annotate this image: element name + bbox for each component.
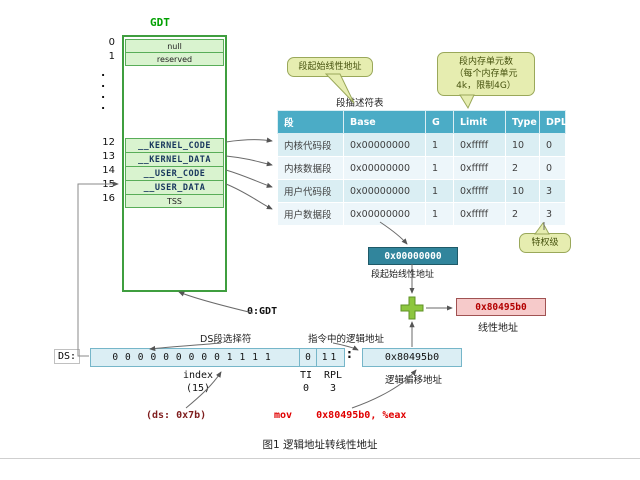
cell-base: 0x00000000 bbox=[343, 202, 426, 226]
logical-offset-label: 逻辑偏移地址 bbox=[385, 375, 443, 386]
bottom-divider bbox=[0, 458, 640, 459]
gdt-row-tss: TSS bbox=[125, 194, 224, 208]
cell-segment: 用户数据段 bbox=[277, 202, 344, 226]
callout-memory-units-line1: 段内存单元数 bbox=[458, 57, 513, 67]
arrow-selector-to-gdt bbox=[77, 181, 119, 357]
cell-dpl: 3 bbox=[539, 179, 566, 203]
callout-memory-units-line2: （每个内存单元 bbox=[454, 69, 518, 80]
cell-limit: 0xfffff bbox=[453, 179, 506, 203]
callout-memory-units: 段内存单元数 （每个内存单元 4k，限制4G） bbox=[437, 52, 535, 97]
gdt-ellipsis-dot: . bbox=[101, 77, 106, 90]
gdt-table: null reserved __KERNEL_CODE __KERNEL_DAT… bbox=[122, 35, 227, 292]
descriptor-header-row: 段 Base G Limit Type DPL bbox=[277, 110, 567, 134]
ds-selector-label: DS段选择符 bbox=[200, 334, 252, 345]
gdt-row-user-data: __USER_DATA bbox=[125, 180, 224, 195]
gdt-ellipsis-dot: . bbox=[101, 99, 106, 112]
gdt-row-null: null bbox=[125, 39, 224, 53]
instruction-text: mov 0x80495b0, %eax bbox=[274, 410, 407, 421]
ds-register-label: DS: bbox=[54, 349, 81, 364]
cell-limit: 0xfffff bbox=[453, 202, 506, 226]
gdt-index-16: 16 bbox=[102, 193, 115, 204]
arrow-kernel-code bbox=[225, 137, 273, 143]
cell-dpl: 0 bbox=[539, 156, 566, 180]
gdt-index-13: 13 bbox=[102, 151, 115, 162]
rpl-value: 3 bbox=[329, 383, 337, 394]
cell-segment: 内核数据段 bbox=[277, 156, 344, 180]
table-row: 内核数据段 0x00000000 1 0xfffff 2 0 bbox=[277, 156, 566, 180]
cell-g: 1 bbox=[425, 202, 454, 226]
gdt-index-1: 1 bbox=[108, 51, 115, 62]
header-dpl: DPL bbox=[539, 110, 567, 134]
linear-address-box: 0x80495b0 bbox=[456, 298, 546, 316]
logical-offset-box: 0x80495b0 bbox=[362, 348, 462, 367]
cell-segment: 用户代码段 bbox=[277, 179, 344, 203]
callout-tail bbox=[459, 94, 475, 110]
selector-index-bits: 0000000001111 bbox=[112, 352, 278, 363]
header-base: Base bbox=[343, 110, 426, 134]
cell-limit: 0xfffff bbox=[453, 156, 506, 180]
cell-type: 10 bbox=[505, 179, 540, 203]
arrow-user-code bbox=[225, 169, 273, 188]
plus-icon bbox=[400, 296, 424, 320]
gdt-title: GDT bbox=[150, 16, 170, 29]
cell-dpl: 3 bbox=[539, 202, 566, 226]
cell-type: 10 bbox=[505, 133, 540, 157]
arrow-gdtref-to-gdt bbox=[178, 291, 254, 314]
cell-g: 1 bbox=[425, 179, 454, 203]
linear-address-label: 线性地址 bbox=[478, 323, 518, 334]
figure-caption: 图1 逻辑地址转线性地址 bbox=[262, 439, 378, 451]
selector-ti-bit: 0 bbox=[299, 349, 316, 366]
ti-value: 0 bbox=[302, 383, 310, 394]
cell-base: 0x00000000 bbox=[343, 133, 426, 157]
cell-g: 1 bbox=[425, 156, 454, 180]
gdt-row-kernel-code: __KERNEL_CODE bbox=[125, 138, 224, 153]
gdt-ref-label: 0:GDT bbox=[247, 306, 278, 317]
gdt-index-12: 12 bbox=[102, 137, 115, 148]
cell-type: 2 bbox=[505, 202, 540, 226]
gdt-row-user-code: __USER_CODE bbox=[125, 166, 224, 181]
segment-base-label: 段起始线性地址 bbox=[371, 270, 435, 280]
gdt-index-14: 14 bbox=[102, 165, 115, 176]
header-g: G bbox=[425, 110, 454, 134]
cell-dpl: 0 bbox=[539, 133, 566, 157]
segment-selector-box: 0000000001111 0 11 bbox=[90, 348, 345, 367]
index-value: (15) bbox=[185, 383, 211, 394]
gdt-row-reserved: reserved bbox=[125, 52, 224, 66]
arrow-kernel-data bbox=[225, 155, 273, 167]
colon-separator: : bbox=[347, 347, 352, 361]
gdt-ellipsis-dot: . bbox=[101, 88, 106, 101]
cell-g: 1 bbox=[425, 133, 454, 157]
logical-address-label: 指令中的逻辑地址 bbox=[308, 334, 385, 345]
gdt-index-15: 15 bbox=[102, 179, 115, 190]
gdt-index-0: 0 bbox=[108, 37, 115, 48]
cell-base: 0x00000000 bbox=[343, 156, 426, 180]
selector-rpl-bits: 11 bbox=[316, 349, 344, 366]
ds-value-label: (ds: 0x7b) bbox=[146, 410, 207, 421]
cell-segment: 内核代码段 bbox=[277, 133, 344, 157]
ti-label: TI bbox=[299, 370, 313, 381]
table-row: 用户数据段 0x00000000 1 0xfffff 2 3 bbox=[277, 202, 566, 226]
descriptor-table: 段 Base G Limit Type DPL 内核代码段 0x00000000… bbox=[277, 110, 567, 226]
arrow-user-data bbox=[225, 183, 273, 210]
rpl-label: RPL bbox=[323, 370, 343, 381]
callout-memory-units-line3: 4k，限制4G） bbox=[456, 81, 516, 92]
table-row: 用户代码段 0x00000000 1 0xfffff 10 3 bbox=[277, 179, 566, 203]
header-type: Type bbox=[505, 110, 540, 134]
descriptor-table-title: 段描述符表 bbox=[336, 98, 384, 109]
cell-limit: 0xfffff bbox=[453, 133, 506, 157]
callout-privilege: 特权级 bbox=[519, 233, 571, 254]
header-segment: 段 bbox=[277, 110, 344, 134]
index-label: index bbox=[182, 370, 214, 381]
cell-base: 0x00000000 bbox=[343, 179, 426, 203]
cell-type: 2 bbox=[505, 156, 540, 180]
header-limit: Limit bbox=[453, 110, 506, 134]
callout-segment-base: 段起始线性地址 bbox=[287, 57, 373, 78]
gdt-row-kernel-data: __KERNEL_DATA bbox=[125, 152, 224, 167]
table-row: 内核代码段 0x00000000 1 0xfffff 10 0 bbox=[277, 133, 566, 157]
gdt-ellipsis-dot: . bbox=[101, 66, 106, 79]
segment-base-box: 0x00000000 bbox=[368, 247, 458, 265]
